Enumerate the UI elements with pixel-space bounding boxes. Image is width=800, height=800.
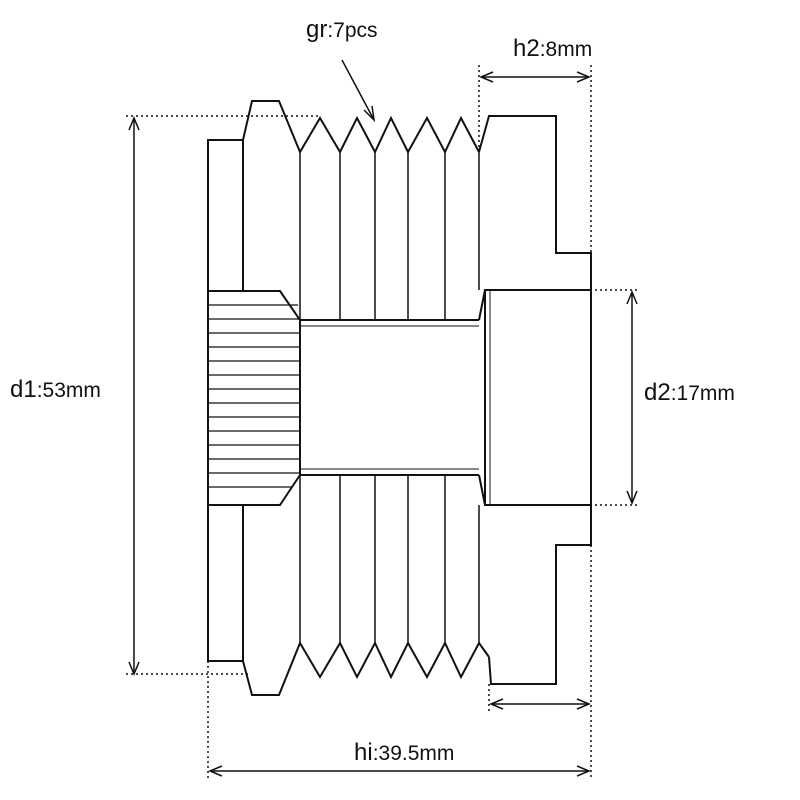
label-outer-diameter: d1:53mm <box>10 378 101 402</box>
label-hub-length-key: h2 <box>513 35 540 62</box>
label-bore-diameter: d2:17mm <box>644 381 735 405</box>
center-bore <box>299 319 479 476</box>
pulley-profile-bottom <box>242 640 490 696</box>
label-bore-diameter-value: :17mm <box>670 382 735 405</box>
left-flange <box>207 139 244 662</box>
pulley-profile-top <box>242 100 480 155</box>
label-grooves-value: :7pcs <box>327 19 378 42</box>
groove-pointer <box>341 59 376 123</box>
label-outer-diameter-key: d1 <box>10 376 37 403</box>
label-total-length: hi:39.5mm <box>354 741 454 765</box>
label-hub-length-value: :8mm <box>539 38 593 61</box>
label-grooves-key: gr <box>306 16 328 43</box>
dimension-d2 <box>595 289 640 506</box>
dimension-h2 <box>478 65 592 253</box>
label-grooves: gr:7pcs <box>306 18 378 42</box>
groove-lines <box>299 152 480 643</box>
label-total-length-key: hi <box>354 739 373 766</box>
spline-bore <box>207 290 301 506</box>
label-hub-length: h2:8mm <box>513 37 592 61</box>
dimension-hub-bottom <box>488 545 592 780</box>
dimension-hi <box>207 661 591 780</box>
label-total-length-value: :39.5mm <box>372 742 455 765</box>
right-bore <box>478 289 591 506</box>
dimension-d1 <box>126 115 320 676</box>
label-bore-diameter-key: d2 <box>644 379 671 406</box>
right-hub <box>478 115 592 685</box>
label-outer-diameter-value: :53mm <box>36 379 101 402</box>
